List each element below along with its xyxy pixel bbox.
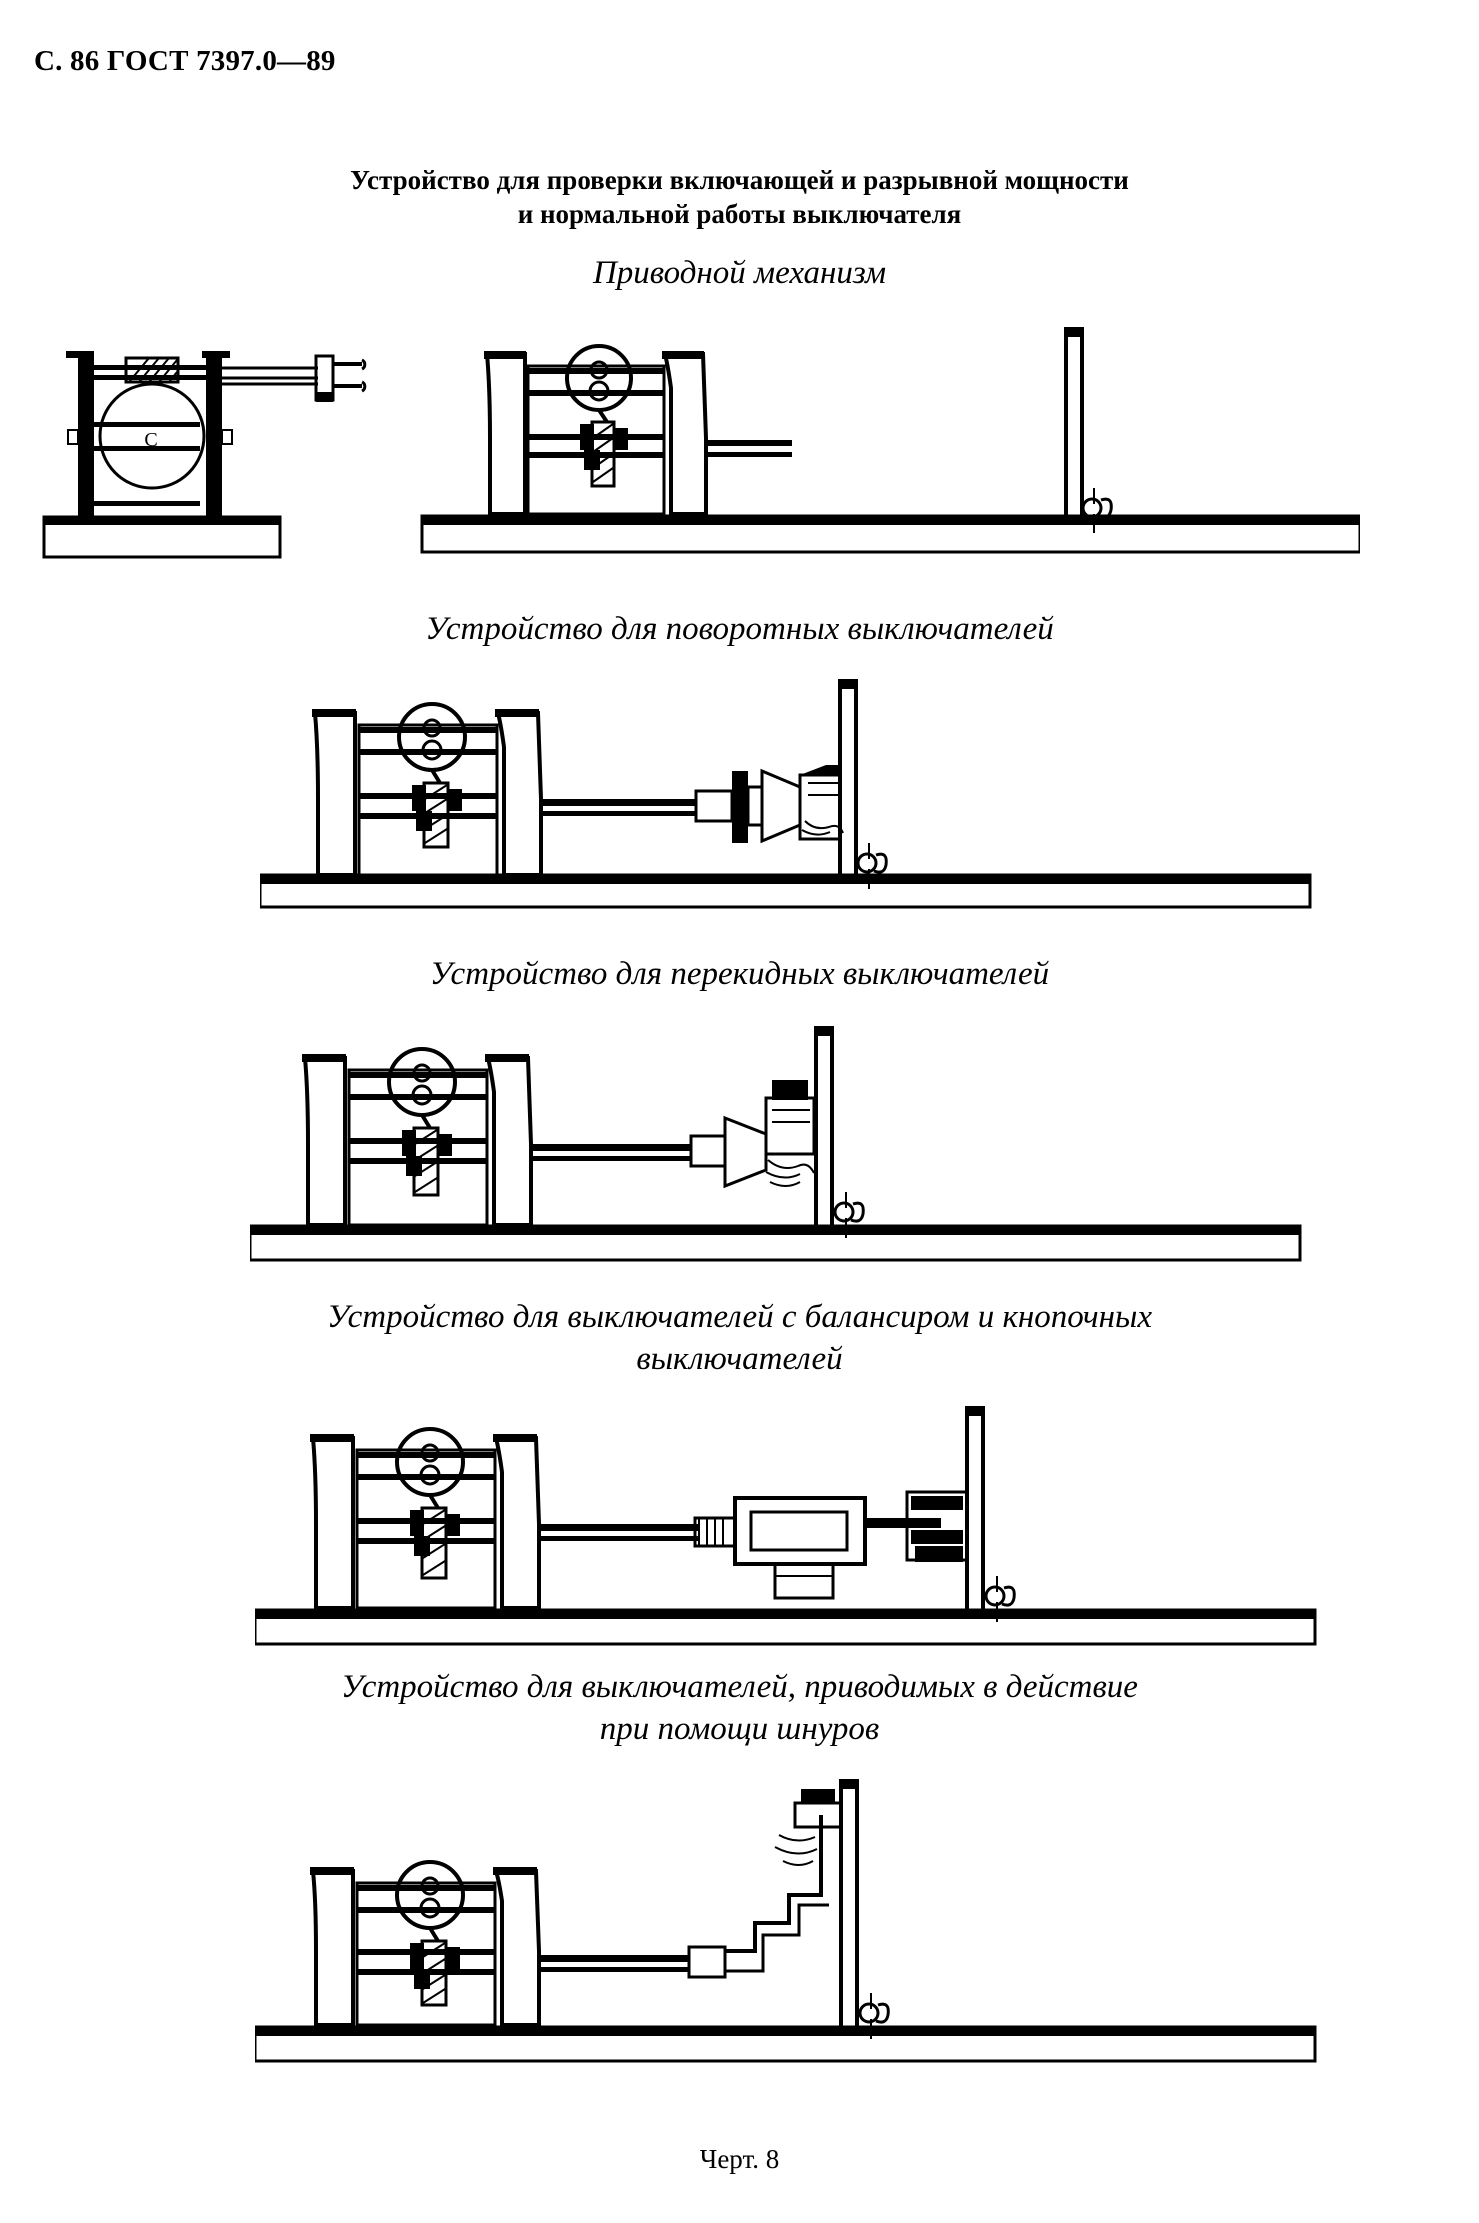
section-caption-text: Приводной механизм: [592, 255, 887, 291]
drawing-rotary-switches: [260, 679, 1312, 909]
section-caption-text: Устройство для выключателей с балансиром…: [326, 1299, 1153, 1335]
figure-caption-text: Черт. 8: [699, 2144, 780, 2174]
drawing-balance-switches: [255, 1406, 1317, 1646]
document-title-line1: Устройство для проверки включающей и раз…: [350, 165, 1129, 195]
figure-drive-mechanism: C: [30, 318, 1360, 563]
figure-rotary-switches: [260, 675, 1360, 915]
section-caption-text-line2: при помощи шнуров: [599, 1711, 880, 1747]
section-caption-text-line2: выключателей: [636, 1341, 843, 1377]
document-title: Устройство для проверки включающей и раз…: [0, 163, 1479, 231]
section-caption-drive-mechanism: Приводной механизм: [0, 252, 1479, 294]
page-header-text: С. 86 ГОСТ 7397.0—89: [34, 45, 336, 77]
section-caption-balance-switches: Устройство для выключателей с балансиром…: [0, 1296, 1479, 1380]
figure-balance-switches: [255, 1400, 1355, 1655]
page-header: С. 86 ГОСТ 7397.0—89: [34, 45, 336, 78]
section-caption-text: Устройство для поворотных выключателей: [425, 611, 1054, 647]
drawing-tumbler-switches: [250, 1026, 1302, 1262]
document-title-line2: и нормальной работы выключателя: [517, 199, 962, 229]
section-caption-rotary-switches: Устройство для поворотных выключателей: [0, 608, 1479, 650]
section-caption-tumbler-switches: Устройство для перекидных выключателей: [0, 953, 1479, 995]
drawing-drive-mechanism: C: [42, 327, 1360, 559]
section-caption-text: Устройство для выключателей, приводимых …: [341, 1669, 1138, 1705]
figure-caption: Черт. 8: [0, 2144, 1479, 2175]
figure-tumbler-switches: [250, 1020, 1350, 1270]
front-view-label: C: [144, 429, 157, 451]
section-caption-cord-switches: Устройство для выключателей, приводимых …: [0, 1666, 1479, 1750]
drawing-cord-switches: [255, 1779, 1317, 2063]
section-caption-text: Устройство для перекидных выключателей: [429, 956, 1050, 992]
figure-cord-switches: [255, 1775, 1355, 2065]
